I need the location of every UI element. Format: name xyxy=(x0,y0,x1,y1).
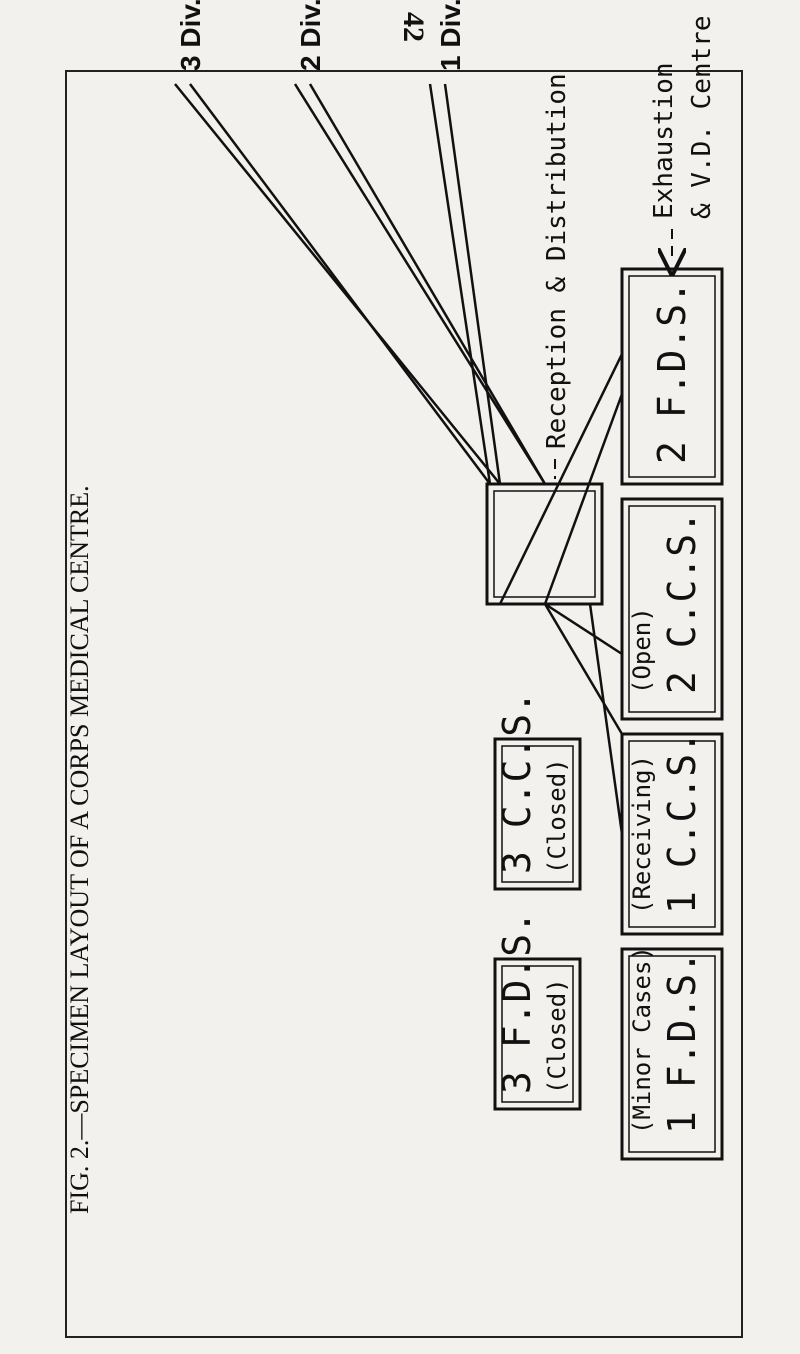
division-roads xyxy=(174,83,624,835)
svg-text:2 Div.: 2 Div. xyxy=(295,0,326,71)
svg-text:3 C.C.S.: 3 C.C.S. xyxy=(495,691,539,874)
exhaustion-label: Exhaustion xyxy=(649,62,679,219)
box-1-ccs: 1 C.C.S. (Receiving) xyxy=(620,731,724,936)
reception-box xyxy=(485,482,604,606)
svg-text:3 Div.: 3 Div. xyxy=(175,0,206,71)
svg-text:1 C.C.S.: 1 C.C.S. xyxy=(660,731,704,914)
box-2-ccs: 2 C.C.S. (Open) xyxy=(620,497,724,721)
reception-label: Reception & Distribution xyxy=(542,73,572,449)
svg-text:(Open): (Open) xyxy=(628,607,656,694)
box-3-fds: 3 F.D.S. (Closed) xyxy=(493,911,582,1111)
svg-text:(Closed): (Closed) xyxy=(543,978,571,1094)
svg-text:(Receiving): (Receiving) xyxy=(628,755,656,914)
svg-text:(Minor Cases): (Minor Cases) xyxy=(628,946,656,1134)
svg-text:1 F.D.S.: 1 F.D.S. xyxy=(660,951,704,1134)
svg-text:2 C.C.S.: 2 C.C.S. xyxy=(660,511,704,694)
division-1: 1 Div. xyxy=(435,0,466,71)
box-1-fds: 1 F.D.S. (Minor Cases) xyxy=(620,946,724,1161)
svg-text:(Closed): (Closed) xyxy=(543,758,571,874)
svg-text:2 F.D.S.: 2 F.D.S. xyxy=(650,281,694,464)
box-2-fds: 2 F.D.S. xyxy=(620,267,724,486)
figure-caption: FIG. 2.—SPECIMEN LAYOUT OF A CORPS MEDIC… xyxy=(65,485,94,1214)
division-3: 3 Div. xyxy=(175,0,206,71)
figure-frame xyxy=(65,70,743,1338)
box-3-ccs: 3 C.C.S. (Closed) xyxy=(493,691,582,891)
vd-centre-label: & V.D. Centre xyxy=(687,16,717,220)
division-2: 2 Div. xyxy=(295,0,326,71)
svg-text:1 Div.: 1 Div. xyxy=(435,0,466,71)
svg-text:3 F.D.S.: 3 F.D.S. xyxy=(495,911,539,1094)
